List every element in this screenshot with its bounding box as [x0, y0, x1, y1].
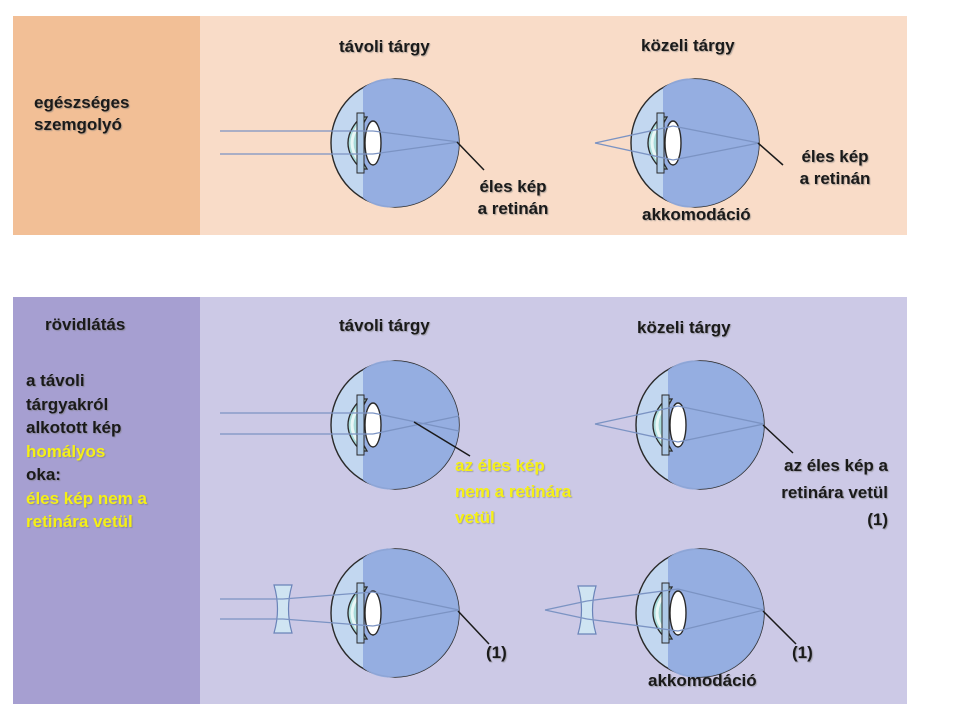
- myopia-explanation-line: a távoli: [26, 371, 85, 390]
- corrected-far-pointer: [457, 610, 490, 645]
- healthy-row-title-line: szemgolyó: [34, 115, 122, 134]
- corrected-near-accommodation: akkomodáció: [648, 671, 757, 690]
- myopia-explanation-line: alkotott kép: [26, 418, 122, 437]
- corrected-near-concave-lens: [577, 585, 597, 635]
- myopia-cause-label: oka:: [26, 465, 61, 484]
- corrected-far-concave-lens: [273, 584, 293, 634]
- healthy-near-accommodation: akkomodáció: [642, 205, 751, 224]
- myopia-near-eye: [594, 359, 794, 491]
- healthy-far-image-label-line: a retinán: [477, 199, 549, 218]
- healthy-side-column: [13, 16, 200, 235]
- myopia-cause-highlight-line: retinára vetül: [26, 512, 133, 531]
- myopia-near-pointer: [762, 424, 794, 454]
- corrected-near-pointer: [762, 610, 797, 645]
- myopia-explanation: a távoli tárgyakról alkotott kép homályo…: [26, 369, 147, 534]
- healthy-far-eye: [220, 77, 485, 209]
- corrected-far-eye: [220, 547, 490, 679]
- healthy-row-title: egészséges szemgolyó: [34, 92, 129, 136]
- healthy-row-title-line: egészséges: [34, 93, 130, 112]
- myopia-far-eye: [220, 359, 471, 491]
- myopia-near-image-label-line: retinára vetül: [781, 483, 888, 502]
- healthy-near-pointer: [757, 142, 784, 166]
- myopia-row-title: rövidlátás: [45, 315, 126, 334]
- healthy-near-image-label: éles kép a retinán: [780, 146, 890, 190]
- myopia-near-title: közeli tárgy: [637, 318, 731, 337]
- healthy-far-title: távoli tárgy: [339, 37, 430, 56]
- myopia-far-image-label-line: vetül: [455, 508, 495, 527]
- healthy-near-image-label-line: a retinán: [799, 169, 871, 188]
- myopia-near-image-label: az éles kép a retinára vetül (1): [720, 452, 888, 533]
- corrected-far-label: (1): [486, 643, 507, 662]
- myopia-far-image-label: az éles kép nem a retinára vetül: [455, 453, 571, 531]
- healthy-far-pointer: [456, 141, 485, 171]
- myopia-cause-highlight-line: éles kép nem a: [26, 488, 147, 508]
- healthy-far-image-label: éles kép a retinán: [458, 176, 568, 220]
- corrected-near-label: (1): [792, 643, 813, 662]
- corrected-near-eye: [544, 547, 797, 679]
- myopia-explanation-highlight: homályos: [26, 441, 106, 461]
- myopia-far-image-label-line: nem a retinára: [455, 482, 572, 501]
- healthy-near-eye: [594, 77, 784, 209]
- healthy-eye-panel: [13, 16, 907, 235]
- healthy-near-title: közeli tárgy: [641, 36, 735, 55]
- myopia-far-pointer: [413, 421, 471, 457]
- myopia-side-column: [13, 297, 200, 704]
- myopia-far-title: távoli tárgy: [339, 316, 430, 335]
- myopia-near-image-label-line: az éles kép a: [784, 456, 888, 475]
- myopia-near-image-label-line: (1): [867, 510, 888, 529]
- myopia-far-image-label-line: az éles kép: [455, 456, 545, 475]
- myopia-explanation-line: tárgyakról: [26, 394, 109, 414]
- healthy-far-image-label-line: éles kép: [479, 177, 547, 196]
- healthy-near-image-label-line: éles kép: [801, 147, 869, 166]
